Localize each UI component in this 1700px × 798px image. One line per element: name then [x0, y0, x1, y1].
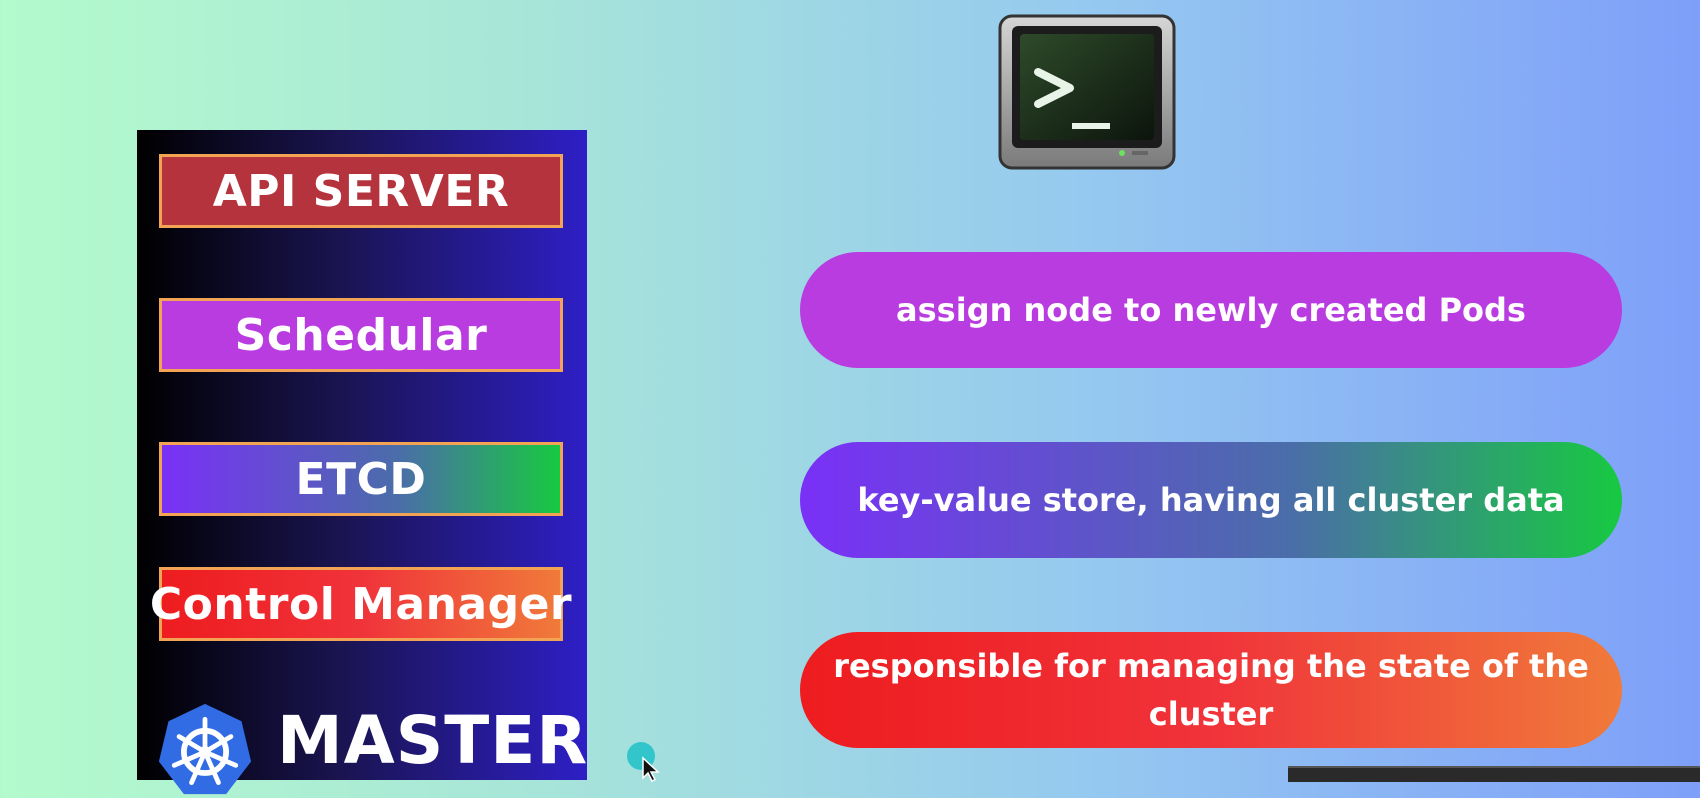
master-node-panel: API SERVER Schedular ETCD Control Manage…: [137, 130, 660, 795]
mouse-cursor-icon: [627, 742, 660, 782]
terminal-icon: [998, 14, 1176, 170]
control-manager-box: Control Manager: [150, 567, 572, 641]
scheduler-description: assign node to newly created Pods: [800, 252, 1622, 368]
etcd-description: key-value store, having all cluster data: [800, 442, 1622, 558]
kubernetes-helm-icon: [158, 703, 252, 795]
master-label: MASTER: [277, 702, 589, 779]
scheduler-box: Schedular: [159, 298, 563, 372]
etcd-box: ETCD: [159, 442, 563, 516]
api-server-box: API SERVER: [159, 154, 563, 228]
control-manager-description: responsible for managing the state of th…: [800, 632, 1622, 748]
webcam-overlay-edge: [1288, 766, 1700, 782]
